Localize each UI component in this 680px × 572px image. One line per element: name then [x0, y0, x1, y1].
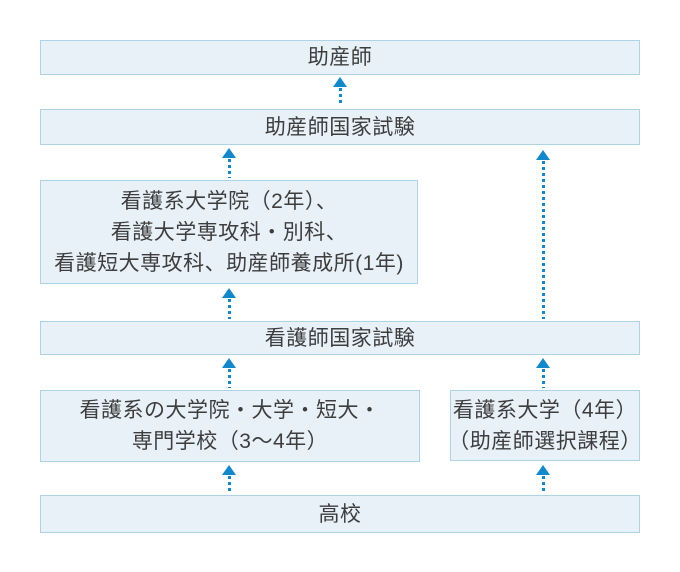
- arrow-training-to-midwife-exam-icon: [222, 148, 236, 178]
- node-high-school: 高校: [40, 495, 640, 533]
- node-nurse-national-exam: 看護師国家試験: [40, 321, 640, 355]
- dotted-line-icon: [227, 159, 231, 178]
- arrowhead-up-icon: [222, 288, 236, 298]
- dotted-line-icon: [338, 88, 342, 106]
- node-midwife-training-line3: 看護短大専攻科、助産師養成所(1年): [54, 251, 404, 275]
- arrow-highschool-to-schools-icon: [222, 465, 236, 493]
- arrowhead-up-icon: [536, 150, 550, 160]
- dotted-line-icon: [541, 161, 545, 319]
- node-nursing-schools: 看護系の大学院・大学・短大・ 専門学校（3～4年）: [40, 390, 420, 462]
- node-nursing-schools-line1: 看護系の大学院・大学・短大・: [79, 399, 381, 422]
- node-nurse-national-exam-label: 看護師国家試験: [264, 326, 416, 350]
- arrow-schools-to-nurse-exam-icon: [222, 358, 236, 388]
- arrowhead-up-icon: [222, 358, 236, 368]
- arrowhead-up-icon: [333, 77, 347, 87]
- dotted-line-icon: [227, 299, 231, 319]
- arrowhead-up-icon: [222, 148, 236, 158]
- dotted-line-icon: [541, 476, 545, 493]
- node-high-school-label: 高校: [318, 502, 362, 526]
- arrow-nurse-exam-to-midwife-exam-icon: [536, 150, 550, 319]
- node-midwife-training-line2: 看護大学専攻科・別科、: [110, 220, 348, 244]
- node-midwife-training-programs: 看護系大学院（2年）、 看護大学専攻科・別科、 看護短大専攻科、助産師養成所(1…: [40, 180, 418, 284]
- arrow-university-to-nurse-exam-icon: [536, 358, 550, 388]
- dotted-line-icon: [541, 369, 545, 388]
- node-nursing-schools-line2: 専門学校（3～4年）: [131, 430, 329, 453]
- arrow-highschool-to-university-icon: [536, 465, 550, 493]
- arrowhead-up-icon: [536, 358, 550, 368]
- node-nursing-university-4yr-line2: （助産師選択課程）: [448, 429, 642, 453]
- dotted-line-icon: [227, 476, 231, 493]
- arrowhead-up-icon: [222, 465, 236, 475]
- node-nursing-university-4yr: 看護系大学（4年） （助産師選択課程）: [448, 390, 642, 461]
- node-midwife-national-exam: 助産師国家試験: [40, 109, 640, 145]
- node-midwife-national-exam-label: 助産師国家試験: [264, 115, 416, 139]
- arrow-nurse-exam-to-training-icon: [222, 288, 236, 319]
- node-midwife-label: 助産師: [307, 46, 373, 69]
- node-nursing-university-4yr-line1: 看護系大学（4年）: [452, 398, 638, 422]
- node-midwife-training-line1: 看護系大学院（2年）、: [120, 189, 338, 213]
- arrow-midwife-exam-to-midwife-icon: [333, 77, 347, 106]
- node-midwife: 助産師: [40, 40, 640, 75]
- dotted-line-icon: [227, 369, 231, 388]
- arrowhead-up-icon: [536, 465, 550, 475]
